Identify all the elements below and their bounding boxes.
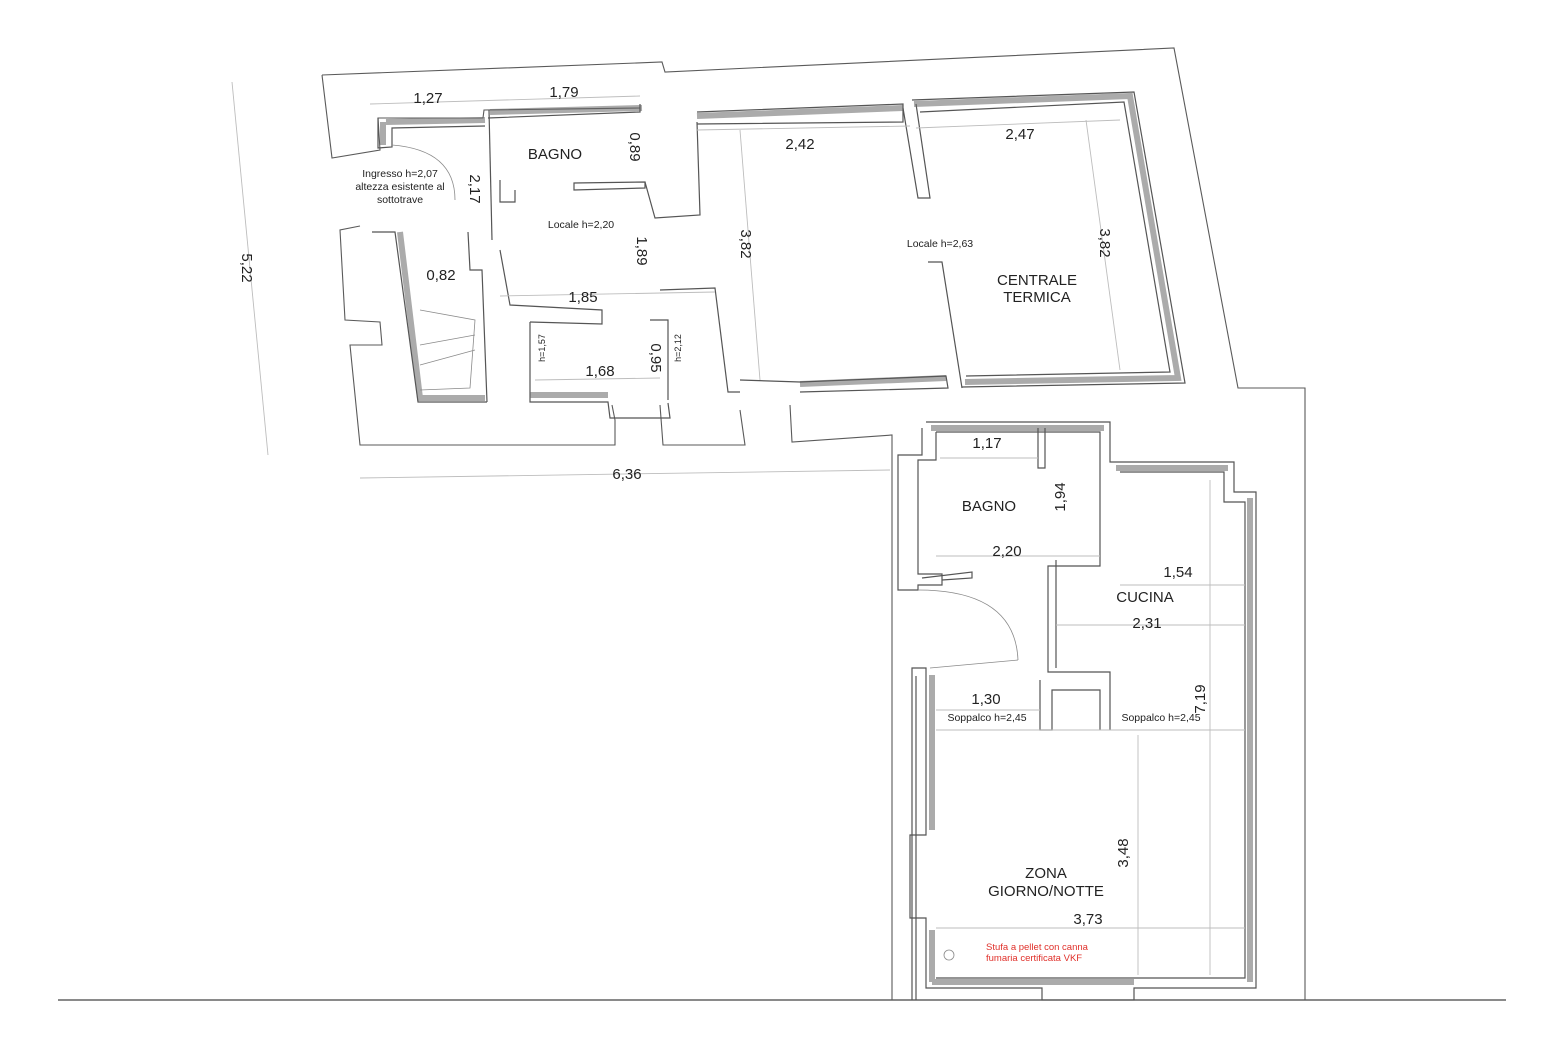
dim-1-68: 1,68 [585, 363, 614, 380]
note-h212: h=2,12 [673, 334, 683, 362]
room-giorno-notte: GIORNO/NOTTE [988, 883, 1104, 900]
note-soppalco-right: Soppalco h=2,45 [1121, 712, 1200, 724]
room-cucina: CUCINA [1116, 589, 1174, 606]
dim-1-94: 1,94 [1052, 482, 1069, 511]
dim-1-79: 1,79 [549, 84, 578, 101]
dim-3-82-left: 3,82 [737, 229, 754, 258]
note-ingresso-3: sottotrave [377, 194, 423, 206]
note-h157: h=1,57 [537, 334, 547, 362]
room-bagno-top: BAGNO [528, 146, 582, 163]
note-locale-263: Locale h=2,63 [907, 238, 973, 250]
dim-7-19: 7,19 [1192, 684, 1209, 713]
note-stufa-1: Stufa a pellet con canna [986, 942, 1089, 953]
note-ingresso-2: altezza esistente al [355, 181, 444, 193]
dim-2-17: 2,17 [466, 174, 483, 203]
door-swings [391, 144, 1019, 961]
note-soppalco-left: Soppalco h=2,45 [947, 712, 1026, 724]
note-ingresso-1: Ingresso h=2,07 [362, 168, 438, 180]
dim-3-73: 3,73 [1073, 911, 1102, 928]
dim-2-31: 2,31 [1132, 615, 1161, 632]
dimension-lines [231, 81, 1245, 975]
dim-1-85: 1,85 [568, 289, 597, 306]
dim-3-82-right: 3,82 [1096, 228, 1113, 257]
dim-1-17: 1,17 [972, 435, 1001, 452]
dim-0-89: 0,89 [626, 132, 643, 161]
dim-2-47: 2,47 [1005, 126, 1034, 143]
dim-1-54: 1,54 [1163, 564, 1192, 581]
dim-1-27: 1,27 [413, 90, 442, 107]
dim-2-20: 2,20 [992, 543, 1021, 560]
dim-1-30: 1,30 [971, 691, 1000, 708]
dim-1-89: 1,89 [633, 236, 650, 265]
note-locale-220: Locale h=2,20 [548, 219, 614, 231]
dim-0-82: 0,82 [426, 267, 455, 284]
room-centrale: CENTRALE [997, 272, 1077, 289]
lower-walls [897, 421, 1257, 1001]
room-termica: TERMICA [1003, 289, 1071, 306]
room-zona: ZONA [1025, 865, 1067, 882]
dim-0-95: 0,95 [647, 343, 664, 372]
dim-5-22: 5,22 [238, 253, 255, 282]
dim-3-48: 3,48 [1115, 838, 1132, 867]
dim-2-42: 2,42 [785, 136, 814, 153]
note-stufa-2: fumaria certificata VKF [986, 953, 1082, 964]
dim-6-36: 6,36 [612, 466, 641, 483]
room-bagno-bottom: BAGNO [962, 498, 1016, 515]
upper-walls [372, 91, 1186, 419]
